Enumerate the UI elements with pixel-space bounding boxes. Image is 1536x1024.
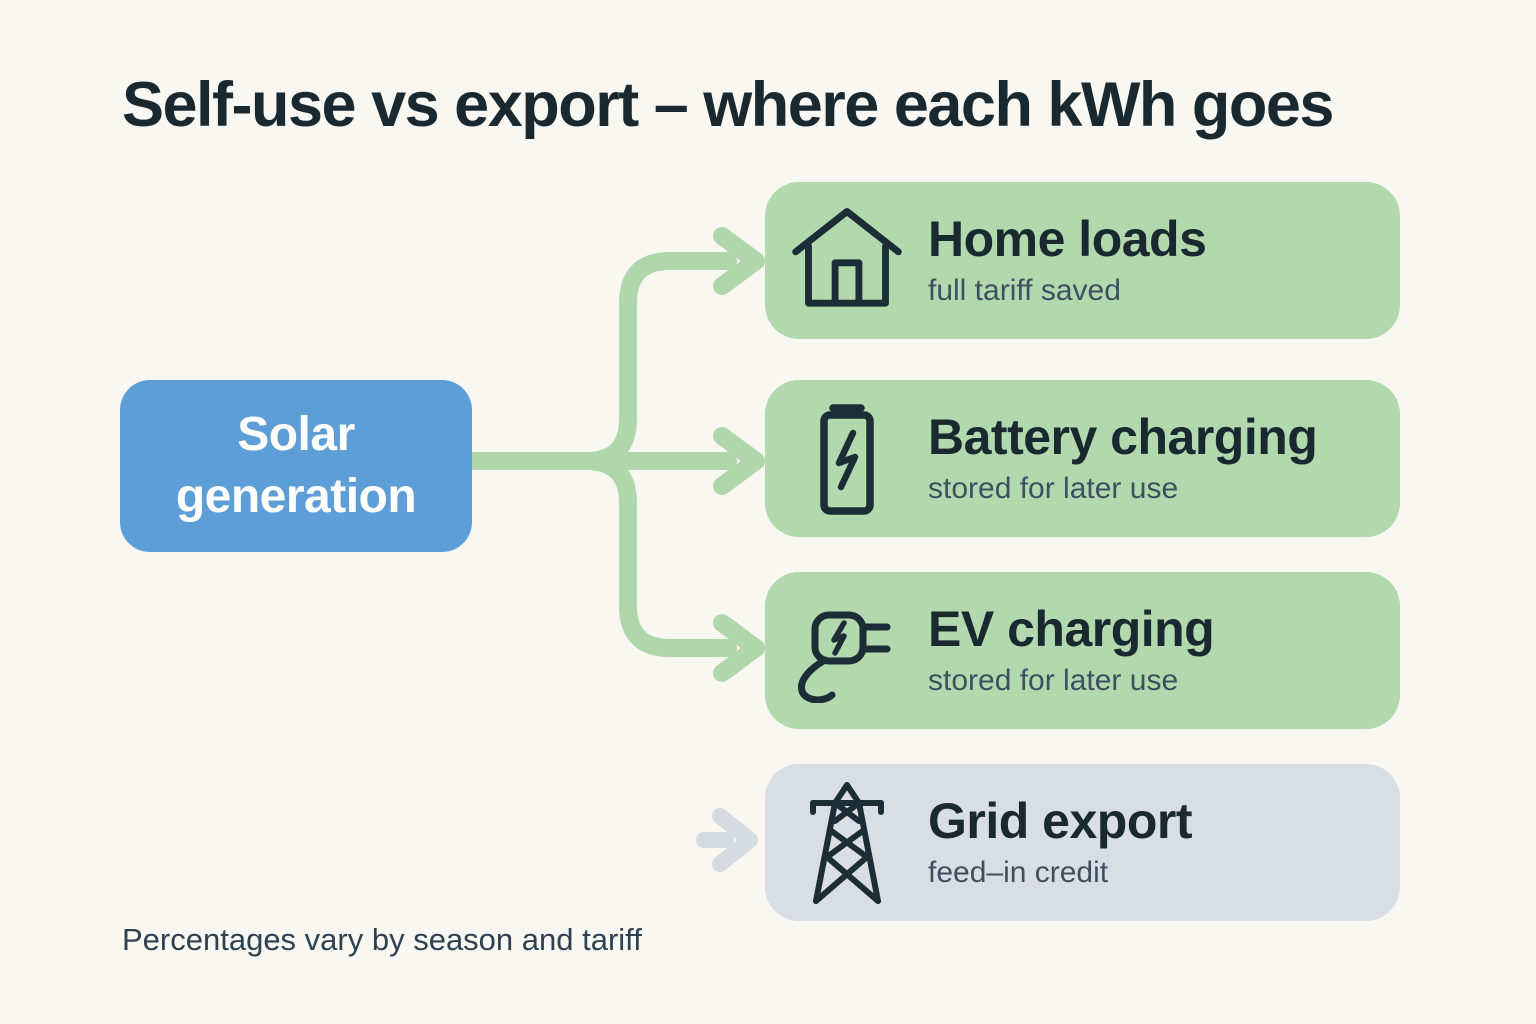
ev-plug-icon: [765, 572, 928, 729]
grid-pylon-icon: [765, 764, 928, 921]
arrowhead-grid-icon: [712, 808, 758, 872]
solar-generation-label: Solar generation: [175, 407, 417, 523]
destination-title: EV charging: [928, 600, 1215, 657]
destination-grid-export: Grid export feed–in credit: [765, 764, 1400, 921]
page-title: Self-use vs export – where each kWh goes: [122, 70, 1334, 140]
house-icon: [765, 182, 928, 339]
solar-generation-node: Solar generation: [120, 380, 472, 552]
destination-title: Grid export: [928, 792, 1192, 849]
destination-title: Battery charging: [928, 408, 1318, 465]
destination-subtitle: full tariff saved: [928, 273, 1121, 307]
footnote: Percentages vary by season and tariff: [122, 922, 642, 957]
flow-line-home: [457, 252, 737, 470]
destination-home-loads: Home loads full tariff saved: [765, 182, 1400, 339]
destination-title: Home loads: [928, 210, 1207, 267]
destination-subtitle: stored for later use: [928, 663, 1179, 697]
battery-icon: [765, 380, 928, 537]
destination-subtitle: feed–in credit: [928, 855, 1109, 889]
flow-line-ev: [457, 452, 737, 657]
destination-ev-charging: EV charging stored for later use: [765, 572, 1400, 729]
arrowhead-home-icon: [713, 227, 765, 295]
arrowhead-ev-icon: [713, 614, 765, 682]
destination-battery-charging: Battery charging stored for later use: [765, 380, 1400, 537]
destination-subtitle: stored for later use: [928, 471, 1179, 505]
arrowhead-battery-icon: [713, 427, 765, 495]
